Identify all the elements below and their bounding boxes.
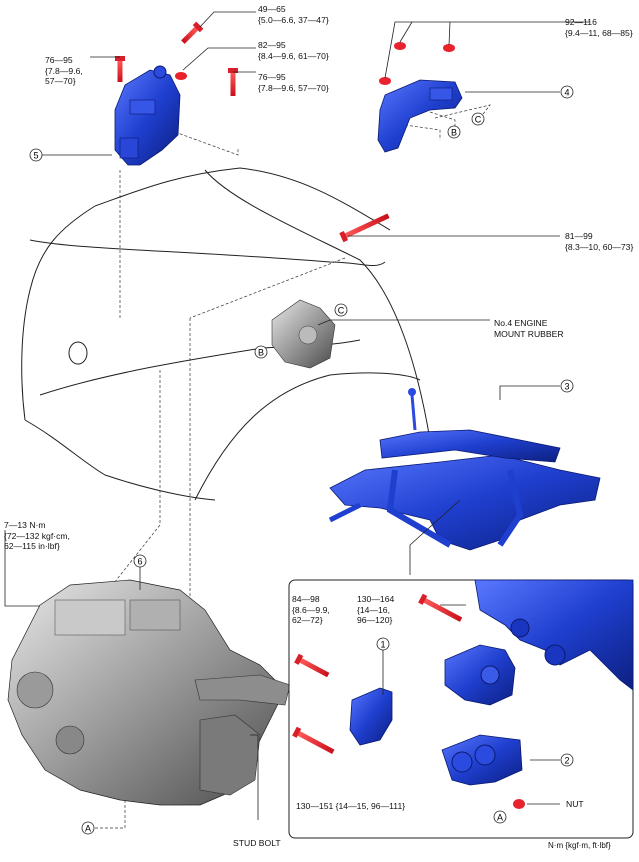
svg-text:C: C [475,115,482,125]
nut-icon [175,72,187,80]
svg-text:5: 5 [33,151,38,161]
svg-text:A: A [85,824,91,834]
svg-text:C: C [338,306,345,316]
part-2-mount-rubber-detail [441,734,523,786]
nut-icon [443,44,455,52]
detail-mount-housing [444,644,516,706]
nut-icon [513,799,525,809]
units-note: N·m {kgf·m, ft·lbf} [548,841,611,850]
bolt-icon [181,21,204,44]
part-6-engine-transaxle [7,579,291,806]
bolt-icon [339,213,390,243]
callout-5: 5 [29,148,43,162]
svg-text:1: 1 [380,640,385,650]
callout-6: 6 [133,554,147,568]
bolt-icon [418,593,463,622]
svg-text:B: B [451,128,457,138]
torque-81-99: 81—99{8.3—10, 60—73} [565,231,634,252]
torque-84-98: 84—98{8.6—9.9,62—72} [292,594,330,625]
callout-2: 2 [560,753,574,767]
no4-engine-mount-rubber [271,299,336,369]
nut-label: NUT [566,799,584,809]
torque-130-151: 130—151 {14—15, 96—111} [296,801,406,811]
torque-130-164: 130—164{14—16,96—120} [357,594,395,625]
leader-lines [4,11,590,820]
callout-B-mid: B [254,345,268,359]
callout-3: 3 [560,379,574,393]
part-1-bracket-detail [349,687,393,746]
stud-bolt-label: STUD BOLT [233,838,281,848]
svg-text:B: B [258,348,264,358]
nut-icon [394,42,406,50]
bolt-icon [294,653,330,678]
svg-text:2: 2 [564,756,569,766]
detail-crossmember-section [474,579,634,691]
vehicle-body-outline [21,167,431,501]
part-3-front-crossmember [328,388,601,551]
bolt-icon [115,56,125,82]
callout-1: 1 [376,637,390,651]
part-4-engine-mount-bracket [377,79,463,153]
bolts [115,21,525,809]
bolt-icon [292,726,335,754]
svg-text:A: A [497,813,503,823]
part-5-engine-mount-bracket [114,65,181,166]
callout-C-top: C [471,112,485,126]
torque-92-116: 92—116{9.4—11, 68—85} [565,17,633,38]
torque-76-95-left: 76—95{7.8—9.6,57—70} [45,55,83,86]
callout-A-detail: A [493,810,507,824]
callout-B-top: B [447,125,461,139]
svg-text:3: 3 [564,382,569,392]
nut-icon [379,77,391,85]
torque-7-13: 7—13 N·m{72—132 kgf·cm,62—115 in·lbf} [4,520,70,551]
callout-C-mid: C [334,303,348,317]
svg-text:4: 4 [564,88,569,98]
torque-49-65: 49—65{5.0—6.6, 37—47} [258,4,329,25]
callout-4: 4 [560,85,574,99]
svg-text:6: 6 [137,557,142,567]
torque-82-95: 82—95{8.4—9.6, 61—70} [258,40,329,61]
callout-A-engine: A [81,821,95,835]
torque-76-95-mid: 76—95{7.8—9.6, 57—70} [258,72,329,93]
